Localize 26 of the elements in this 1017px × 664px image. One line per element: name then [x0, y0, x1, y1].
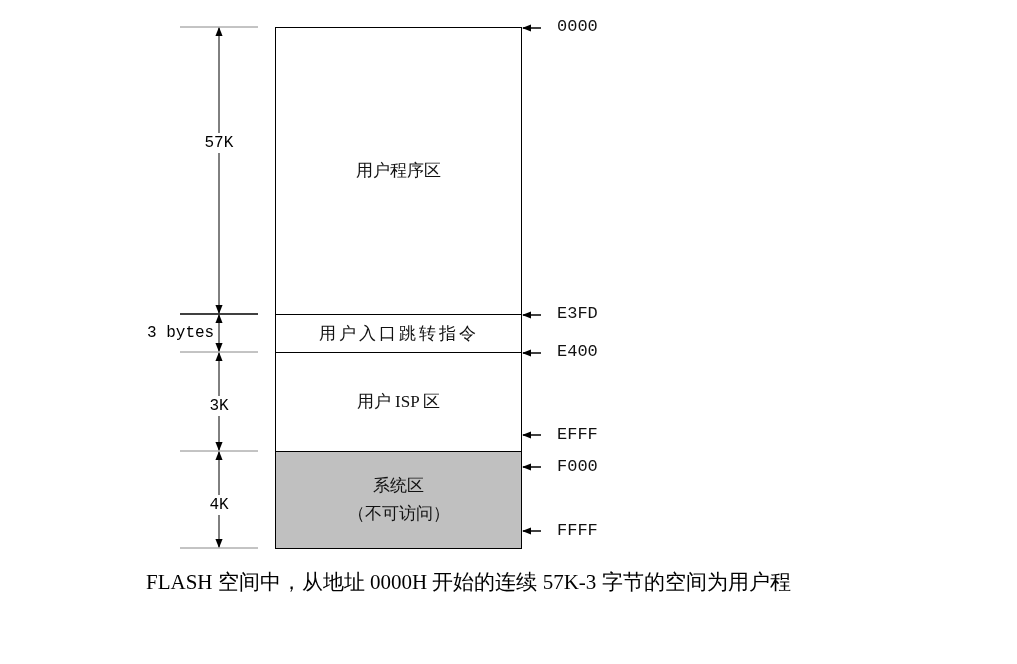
region-label: 用户入口跳转指令	[318, 322, 479, 345]
region-label: 系统区	[373, 475, 424, 497]
address-arrow	[522, 463, 542, 471]
address-label: E3FD	[557, 304, 598, 324]
address-label: FFFF	[557, 521, 598, 541]
region-label: 用户程序区	[356, 160, 441, 182]
address-arrow	[522, 527, 542, 535]
memory-region	[275, 314, 522, 353]
memory-region	[275, 451, 522, 549]
address-label: 0000	[557, 17, 598, 37]
dimension-label: 57K	[203, 133, 235, 153]
region-label: 用户 ISP 区	[356, 391, 441, 413]
memory-region	[275, 27, 522, 315]
address-label: E400	[557, 342, 598, 362]
region-label: （不可访问）	[347, 503, 450, 525]
dimension-label: 3 bytes	[146, 323, 216, 343]
address-arrow	[522, 349, 542, 357]
address-label: F000	[557, 457, 598, 477]
address-arrow	[522, 311, 542, 319]
address-label: EFFF	[557, 425, 598, 445]
address-arrow	[522, 431, 542, 439]
dimension-label: 3K	[208, 396, 230, 416]
dimension-label: 4K	[208, 495, 230, 515]
memory-region	[275, 352, 522, 452]
address-arrow	[522, 24, 542, 32]
body-text: FLASH 空间中，从地址 0000H 开始的连续 57K-3 字节的空间为用户程	[146, 569, 791, 596]
